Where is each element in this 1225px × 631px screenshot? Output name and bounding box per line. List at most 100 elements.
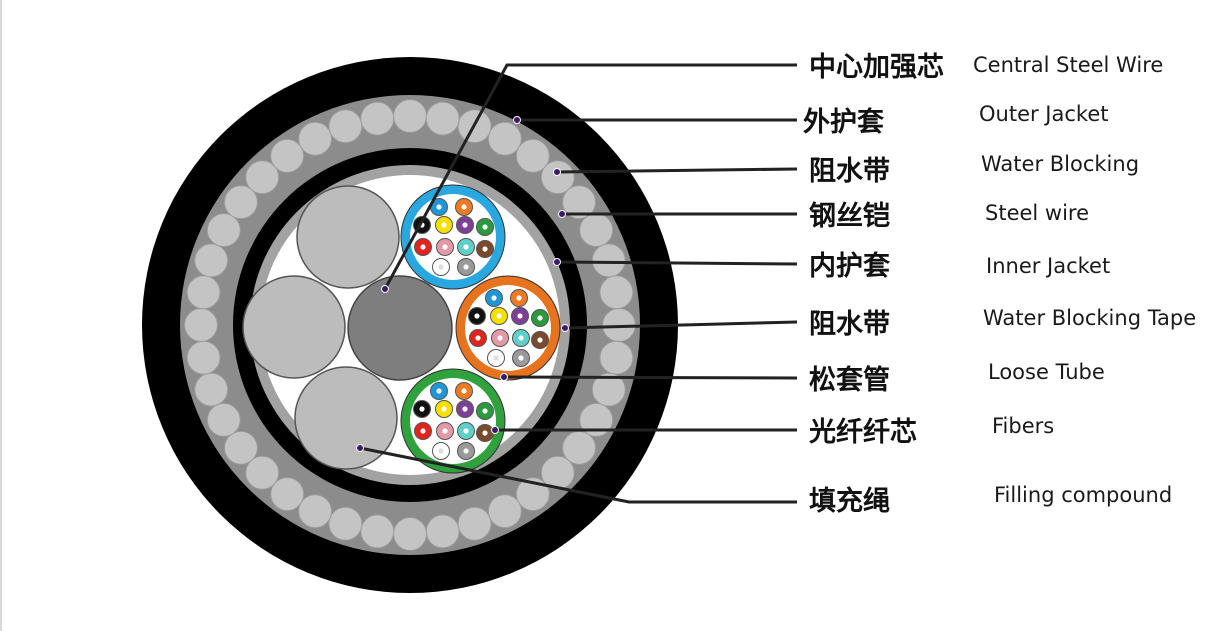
label-en: Loose Tube bbox=[988, 360, 1105, 384]
label-en: Inner Jacket bbox=[986, 254, 1110, 278]
label-en: Central Steel Wire bbox=[973, 53, 1163, 77]
fiber-core bbox=[537, 315, 543, 321]
steel-wire bbox=[298, 494, 333, 529]
fiber-core bbox=[436, 204, 442, 210]
filler-rope bbox=[242, 275, 346, 379]
central-strength-member bbox=[347, 275, 453, 381]
label-zh: 外护套 bbox=[803, 107, 884, 138]
loose-tube-gel bbox=[410, 194, 496, 280]
steel-wire bbox=[328, 506, 363, 541]
label-zh: 内护套 bbox=[809, 251, 890, 282]
leader-line bbox=[556, 260, 798, 266]
filler-rope bbox=[294, 366, 398, 470]
fiber-core bbox=[491, 295, 497, 301]
loose-tube-gel bbox=[410, 378, 496, 464]
steel-wire bbox=[328, 109, 363, 144]
fiber-core bbox=[482, 246, 488, 252]
fiber-core bbox=[463, 244, 469, 250]
leader-line bbox=[556, 167, 798, 174]
green-loose-tube bbox=[400, 368, 506, 474]
steel-wire bbox=[270, 477, 305, 512]
steel-wire bbox=[579, 402, 614, 437]
steel-wire bbox=[223, 185, 258, 220]
fiber-core bbox=[517, 313, 523, 319]
fiber-core bbox=[474, 313, 480, 319]
label-en: Outer Jacket bbox=[979, 102, 1108, 126]
fiber-core bbox=[442, 428, 448, 434]
leader-line bbox=[383, 63, 797, 290]
label-en: Filling compound bbox=[994, 483, 1172, 507]
leader-dot bbox=[553, 168, 561, 176]
fiber-core bbox=[438, 448, 444, 454]
fiber-core bbox=[441, 406, 447, 412]
steel-wire bbox=[270, 138, 305, 173]
fiber-core bbox=[441, 222, 447, 228]
leader-dot bbox=[553, 258, 561, 266]
orange-loose-tube bbox=[455, 275, 561, 381]
steel-wire bbox=[360, 514, 395, 549]
leader-dot bbox=[491, 426, 499, 434]
filler-rope bbox=[296, 185, 400, 289]
fiber-core bbox=[537, 337, 543, 343]
label-zh: 阻水带 bbox=[809, 156, 890, 187]
steel-wire bbox=[194, 243, 229, 278]
fiber-core bbox=[497, 335, 503, 341]
fiber-core bbox=[462, 406, 468, 412]
fiber-core bbox=[461, 204, 467, 210]
fiber-core bbox=[463, 428, 469, 434]
fiber-core bbox=[493, 355, 499, 361]
steel-wire bbox=[591, 372, 626, 407]
fiber-core bbox=[436, 388, 442, 394]
steel-wire bbox=[245, 455, 280, 490]
label-zh: 阻水带 bbox=[809, 309, 890, 340]
steel-wire bbox=[591, 243, 626, 278]
fiber-core bbox=[420, 244, 426, 250]
leader-dot bbox=[561, 324, 569, 332]
label-en: Steel wire bbox=[985, 201, 1089, 225]
fiber-core bbox=[518, 335, 524, 341]
steel-wire bbox=[393, 99, 427, 133]
steel-wire bbox=[298, 121, 333, 156]
steel-wire bbox=[393, 517, 427, 551]
steel-wire bbox=[599, 275, 634, 310]
blue-loose-tube bbox=[400, 184, 506, 290]
fiber-core bbox=[419, 406, 425, 412]
leader-dot bbox=[381, 285, 389, 293]
steel-wire bbox=[425, 101, 460, 136]
fiber-core bbox=[461, 388, 467, 394]
leader-dot bbox=[513, 116, 521, 124]
fiber-core bbox=[463, 264, 469, 270]
leader-dot bbox=[500, 373, 508, 381]
steel-wire bbox=[245, 160, 280, 195]
steel-wire bbox=[562, 185, 597, 220]
steel-wire bbox=[515, 138, 550, 173]
steel-wire bbox=[487, 121, 522, 156]
steel-wire bbox=[487, 494, 522, 529]
steel-wire bbox=[186, 275, 221, 310]
label-en: Water Blocking bbox=[981, 152, 1139, 176]
fiber-core bbox=[442, 244, 448, 250]
fiber-core bbox=[482, 430, 488, 436]
fiber-core bbox=[482, 224, 488, 230]
loose-tube-gel bbox=[465, 285, 551, 371]
label-en: Water Blocking Tape bbox=[983, 306, 1196, 330]
fiber-core bbox=[518, 355, 524, 361]
fiber-core bbox=[438, 264, 444, 270]
leader-lines bbox=[356, 63, 798, 504]
steel-wire bbox=[540, 455, 575, 490]
steel-wire bbox=[194, 372, 229, 407]
steel-wire bbox=[186, 340, 221, 375]
fiber-core bbox=[420, 428, 426, 434]
label-en: Fibers bbox=[992, 414, 1054, 438]
label-zh: 光纤纤芯 bbox=[808, 417, 917, 448]
steel-wire bbox=[599, 340, 634, 375]
label-zh: 钢丝铠 bbox=[809, 201, 890, 232]
steel-wire bbox=[184, 308, 218, 342]
fiber-core bbox=[463, 448, 469, 454]
steel-wire bbox=[540, 160, 575, 195]
label-zh: 填充绳 bbox=[809, 485, 890, 517]
fiber-core bbox=[496, 313, 502, 319]
